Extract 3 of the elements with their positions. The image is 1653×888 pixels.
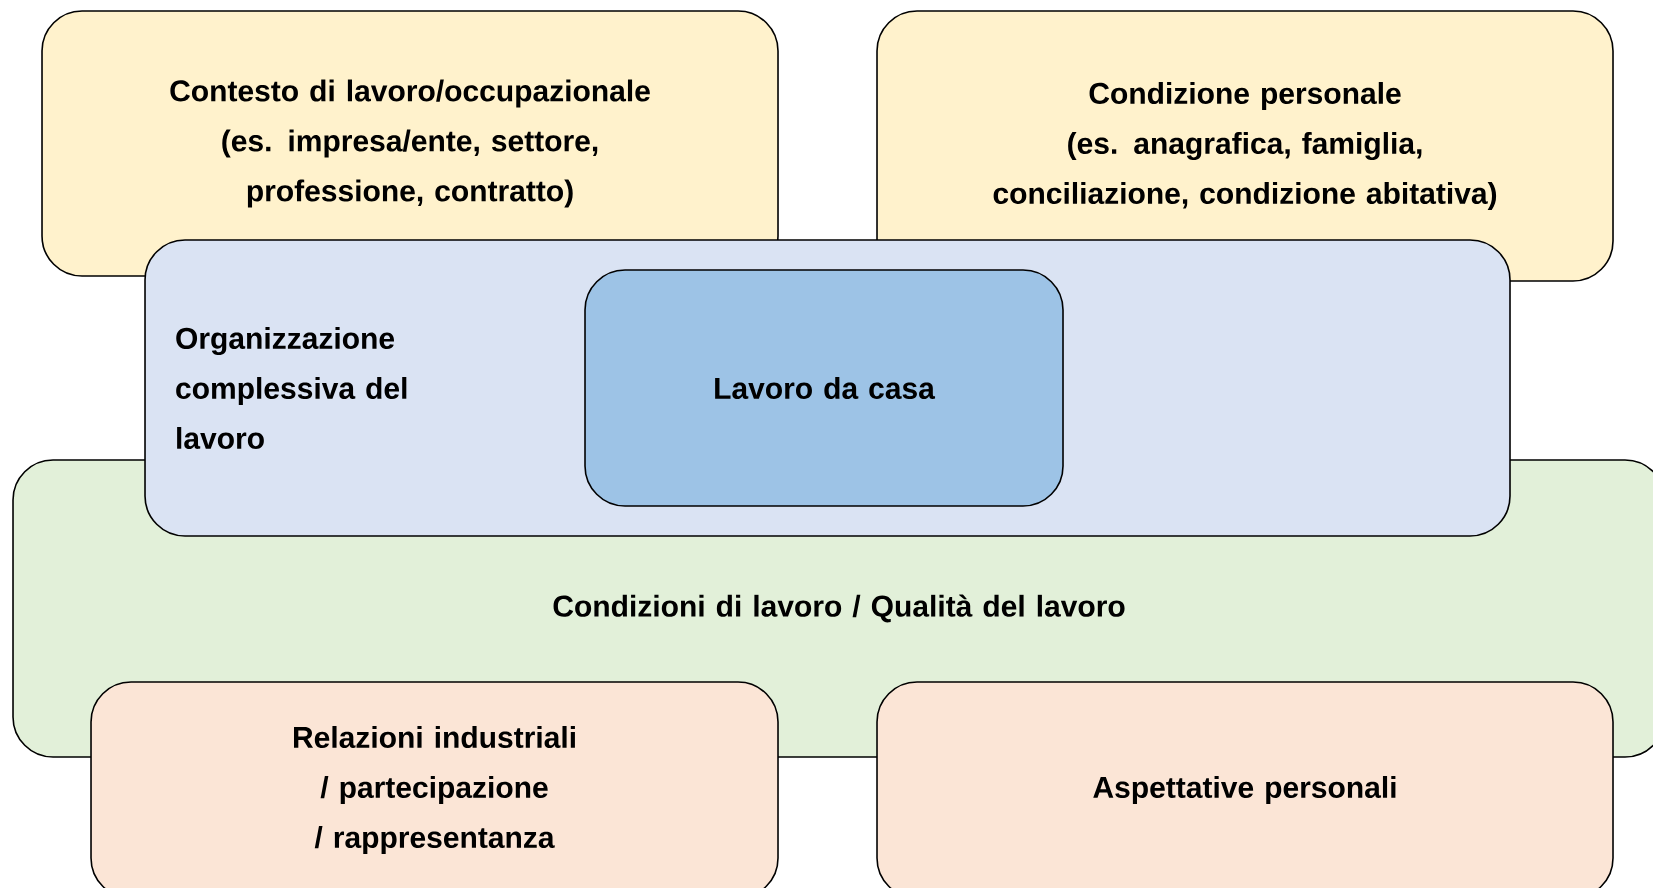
- rounded-box: Relazioni industriali / partecipazione / rappresentanza: [90, 681, 779, 888]
- rounded-box: Aspettative personali: [876, 681, 1614, 888]
- highlight-box: Lavoro da casa: [584, 269, 1064, 507]
